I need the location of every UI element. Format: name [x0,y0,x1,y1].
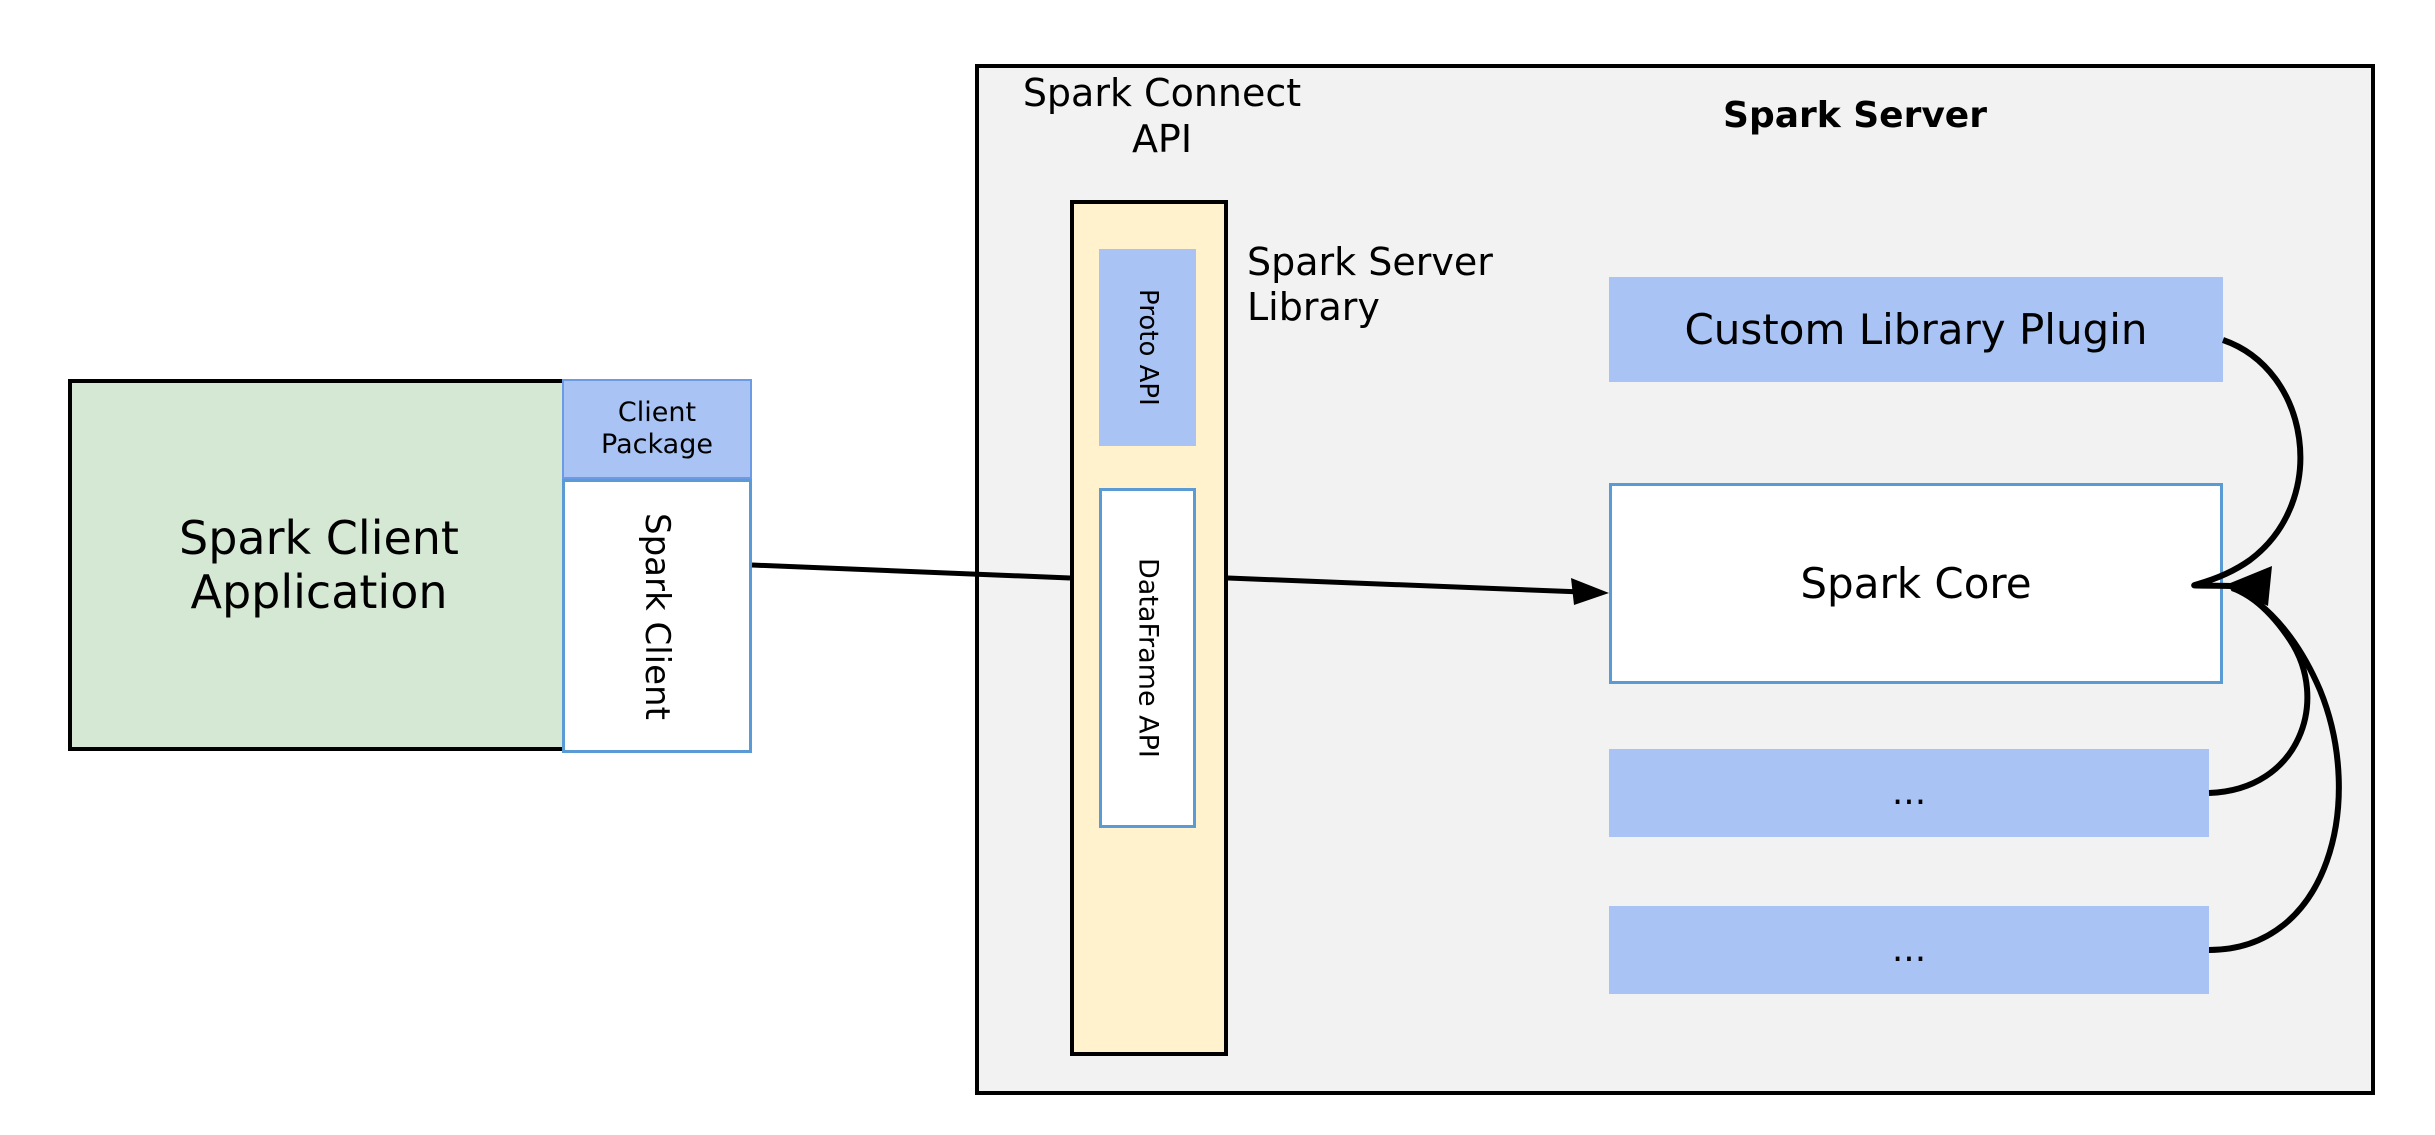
dataframe-api-box[interactable]: DataFrame API [1099,488,1196,828]
spark-client-box[interactable]: Spark Client [562,479,752,753]
custom-library-plugin-box[interactable]: Custom Library Plugin [1609,277,2223,382]
ellipsis-label-2: ... [1891,928,1927,970]
ellipsis-label-1: ... [1891,771,1927,813]
custom-library-plugin-label: Custom Library Plugin [1684,304,2148,354]
proto-api-label: Proto API [1132,289,1163,406]
spark-server-library-label: Spark Server Library [1247,240,1493,329]
spark-core-box[interactable]: Spark Core [1609,483,2223,684]
ellipsis-box-1[interactable]: ... [1609,749,2209,837]
ellipsis-box-2[interactable]: ... [1609,906,2209,994]
client-package-box[interactable]: Client Package [562,379,752,479]
spark-client-label: Spark Client [637,512,678,720]
spark-client-application-box[interactable]: Spark Client Application [68,379,570,751]
spark-server-title: Spark Server [1723,95,1987,136]
dataframe-api-label: DataFrame API [1132,558,1164,758]
spark-connect-api-label: Spark Connect API [1022,71,1302,162]
spark-client-application-label: Spark Client Application [179,510,459,619]
proto-api-box[interactable]: Proto API [1099,249,1196,446]
client-package-label: Client Package [601,397,713,460]
spark-core-label: Spark Core [1800,558,2032,608]
